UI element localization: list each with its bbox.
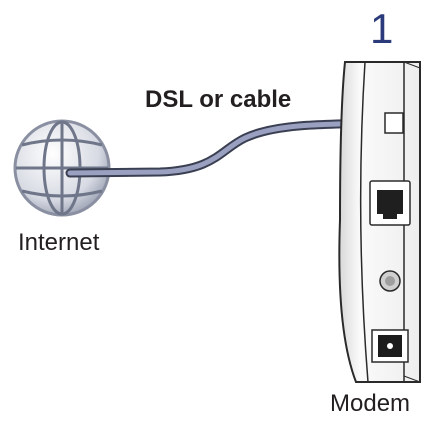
dsl-port-icon	[384, 112, 404, 134]
internet-label: Internet	[18, 229, 100, 256]
ethernet-port-icon	[369, 180, 411, 226]
power-button-icon	[379, 270, 401, 292]
modem-label: Modem	[330, 390, 411, 417]
step-number: 1	[370, 5, 394, 52]
globe-icon	[13, 119, 111, 217]
cable	[65, 118, 397, 178]
power-jack-icon	[371, 329, 409, 363]
cable-label: DSL or cable	[145, 86, 292, 113]
